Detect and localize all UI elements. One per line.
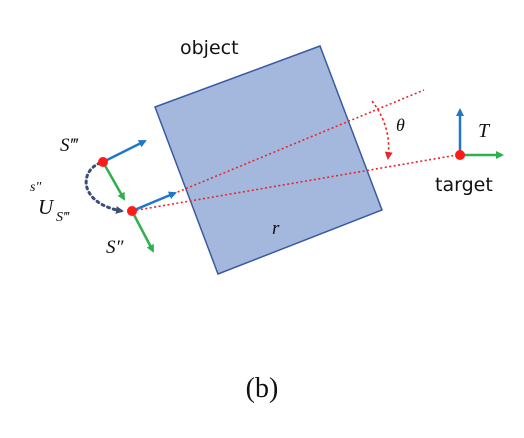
label-transform: s″ U S‴ xyxy=(30,180,70,225)
label-s-double: S″ xyxy=(106,237,125,258)
label-transform-main: U xyxy=(38,195,55,219)
frame-s-double xyxy=(127,191,177,253)
label-theta: θ xyxy=(396,115,405,135)
figure-caption: (b) xyxy=(246,373,279,404)
s-triple-y-axis xyxy=(101,161,126,201)
label-r: r xyxy=(272,218,280,239)
theta-arc xyxy=(371,100,393,160)
label-target: target xyxy=(435,174,493,196)
s-triple-point xyxy=(98,157,108,167)
transform-path xyxy=(84,161,124,214)
label-T: T xyxy=(478,120,491,142)
s-triple-x-axis xyxy=(102,139,147,164)
ray-upper xyxy=(131,89,425,212)
ray-to-target xyxy=(131,154,458,212)
label-object: object xyxy=(180,37,239,59)
object-square xyxy=(154,45,383,275)
s-double-point xyxy=(127,206,137,216)
target-point xyxy=(455,150,465,160)
s-double-x-axis xyxy=(131,191,177,213)
label-transform-sub: S‴ xyxy=(56,210,70,225)
frame-target xyxy=(455,108,504,160)
s-double-y-axis xyxy=(130,210,155,253)
label-transform-presup: s″ xyxy=(30,180,41,195)
frame-s-triple xyxy=(98,139,147,201)
label-s-triple: S‴ xyxy=(60,135,79,156)
